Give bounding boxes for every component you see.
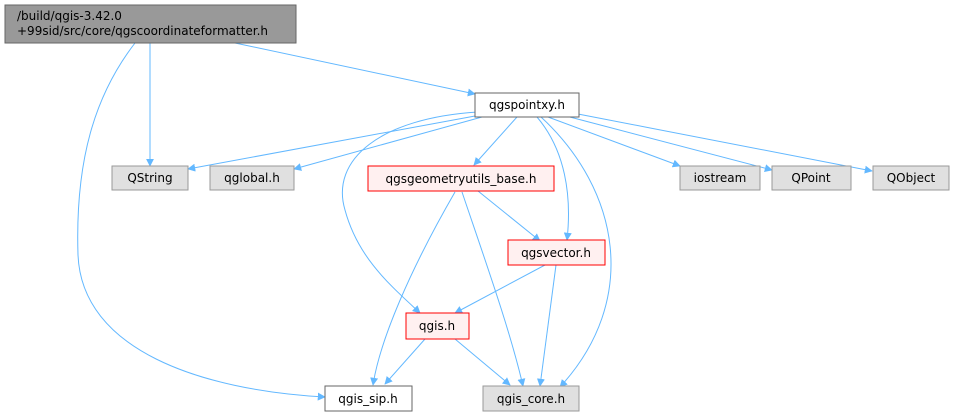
edge-qgspointxy-to-qgis-core: [540, 116, 612, 388]
edge-qgspointxy-to-qgis: [341, 111, 479, 314]
node-qgis-sip[interactable]: qgis_sip.h: [324, 385, 413, 412]
edge-qgis-to-qgis-core: [454, 338, 511, 386]
edge-qgis-to-qgis-sip: [384, 338, 426, 385]
edge-qgspointxy-to-qgsvector: [536, 116, 572, 241]
node-iostream-label: iostream: [694, 171, 747, 185]
node-qgis-label: qgis.h: [419, 319, 455, 333]
node-qobject[interactable]: QObject: [872, 165, 950, 191]
edge-qgspointxy-to-qglobal: [293, 116, 483, 171]
node-qgsvector[interactable]: qgsvector.h: [507, 239, 606, 266]
node-qgspointxy-label: qgspointxy.h: [489, 98, 565, 112]
edge-qgsgeometryutils-base-to-qgis-sip: [370, 191, 456, 386]
edge-qgspointxy-to-qpoint: [565, 115, 773, 173]
node-qglobal-label: qglobal.h: [224, 171, 280, 185]
edge-qgsvector-to-qgis-core: [536, 264, 557, 387]
node-qgis-sip-label: qgis_sip.h: [338, 392, 397, 406]
node-qgscoordinateformatter[interactable]: /build/qgis-3.42.0 +99sid/src/core/qgsco…: [4, 4, 297, 44]
node-root-path-line1: /build/qgis-3.42.0: [17, 9, 122, 23]
node-iostream[interactable]: iostream: [679, 165, 761, 191]
edge-qgsgeometryutils-base-to-qgsvector: [477, 190, 541, 242]
edge-qgsvector-to-qgis: [454, 264, 546, 314]
node-qpoint-label: QPoint: [791, 171, 831, 185]
node-qglobal[interactable]: qglobal.h: [209, 165, 295, 191]
edge-qgspointxy-to-qobject: [577, 113, 873, 174]
edge-qgspointxy-to-iostream: [547, 116, 681, 168]
node-root-path-line2: +99sid/src/core/qgscoordinateformatter.h: [17, 24, 268, 38]
edge-qgsgeometryutils-base-to-qgis-core: [461, 191, 526, 387]
node-qgspointxy[interactable]: qgspointxy.h: [474, 92, 580, 118]
node-qobject-label: QObject: [887, 171, 936, 185]
node-qpoint[interactable]: QPoint: [771, 165, 852, 191]
edge-qgspointxy-to-qgsgeometryutils-base: [473, 116, 518, 166]
node-qstring-label: QString: [127, 171, 172, 185]
node-qgis-core[interactable]: qgis_core.h: [482, 385, 580, 412]
node-qgsgeometryutils-base-label: qgsgeometryutils_base.h: [386, 172, 537, 186]
edge-qgspointxy-to-qstring: [187, 115, 476, 172]
edge-root-to-qgspointxy: [234, 42, 476, 97]
node-qgis-core-label: qgis_core.h: [497, 392, 565, 406]
node-qgsvector-label: qgsvector.h: [521, 246, 591, 260]
node-qgsgeometryutils-base[interactable]: qgsgeometryutils_base.h: [367, 165, 555, 192]
node-qgis[interactable]: qgis.h: [405, 312, 470, 340]
node-qstring[interactable]: QString: [111, 165, 189, 191]
edge-root-to-qgis-sip: [77, 42, 326, 401]
